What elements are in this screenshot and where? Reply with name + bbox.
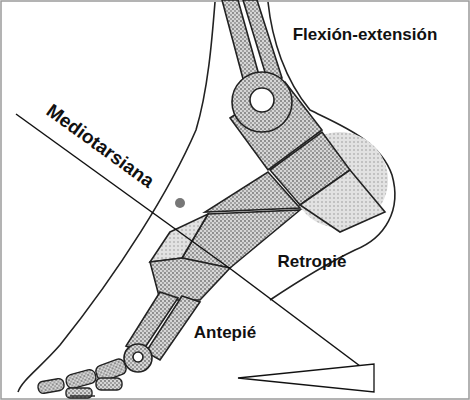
foot-outline (18, 2, 395, 392)
region-label: Retropié (278, 253, 347, 272)
tarsal-blocks (150, 172, 300, 300)
region-label: Antepié (194, 324, 256, 343)
phalanges (37, 357, 128, 398)
midtarsal-line (16, 114, 232, 270)
rearfoot-line (232, 270, 368, 372)
sole-mark (70, 395, 95, 396)
region-label: Flexión-extensión (293, 26, 438, 45)
axis-dot (175, 198, 185, 208)
metatarsals (124, 292, 200, 372)
angle-wedge (238, 364, 374, 392)
